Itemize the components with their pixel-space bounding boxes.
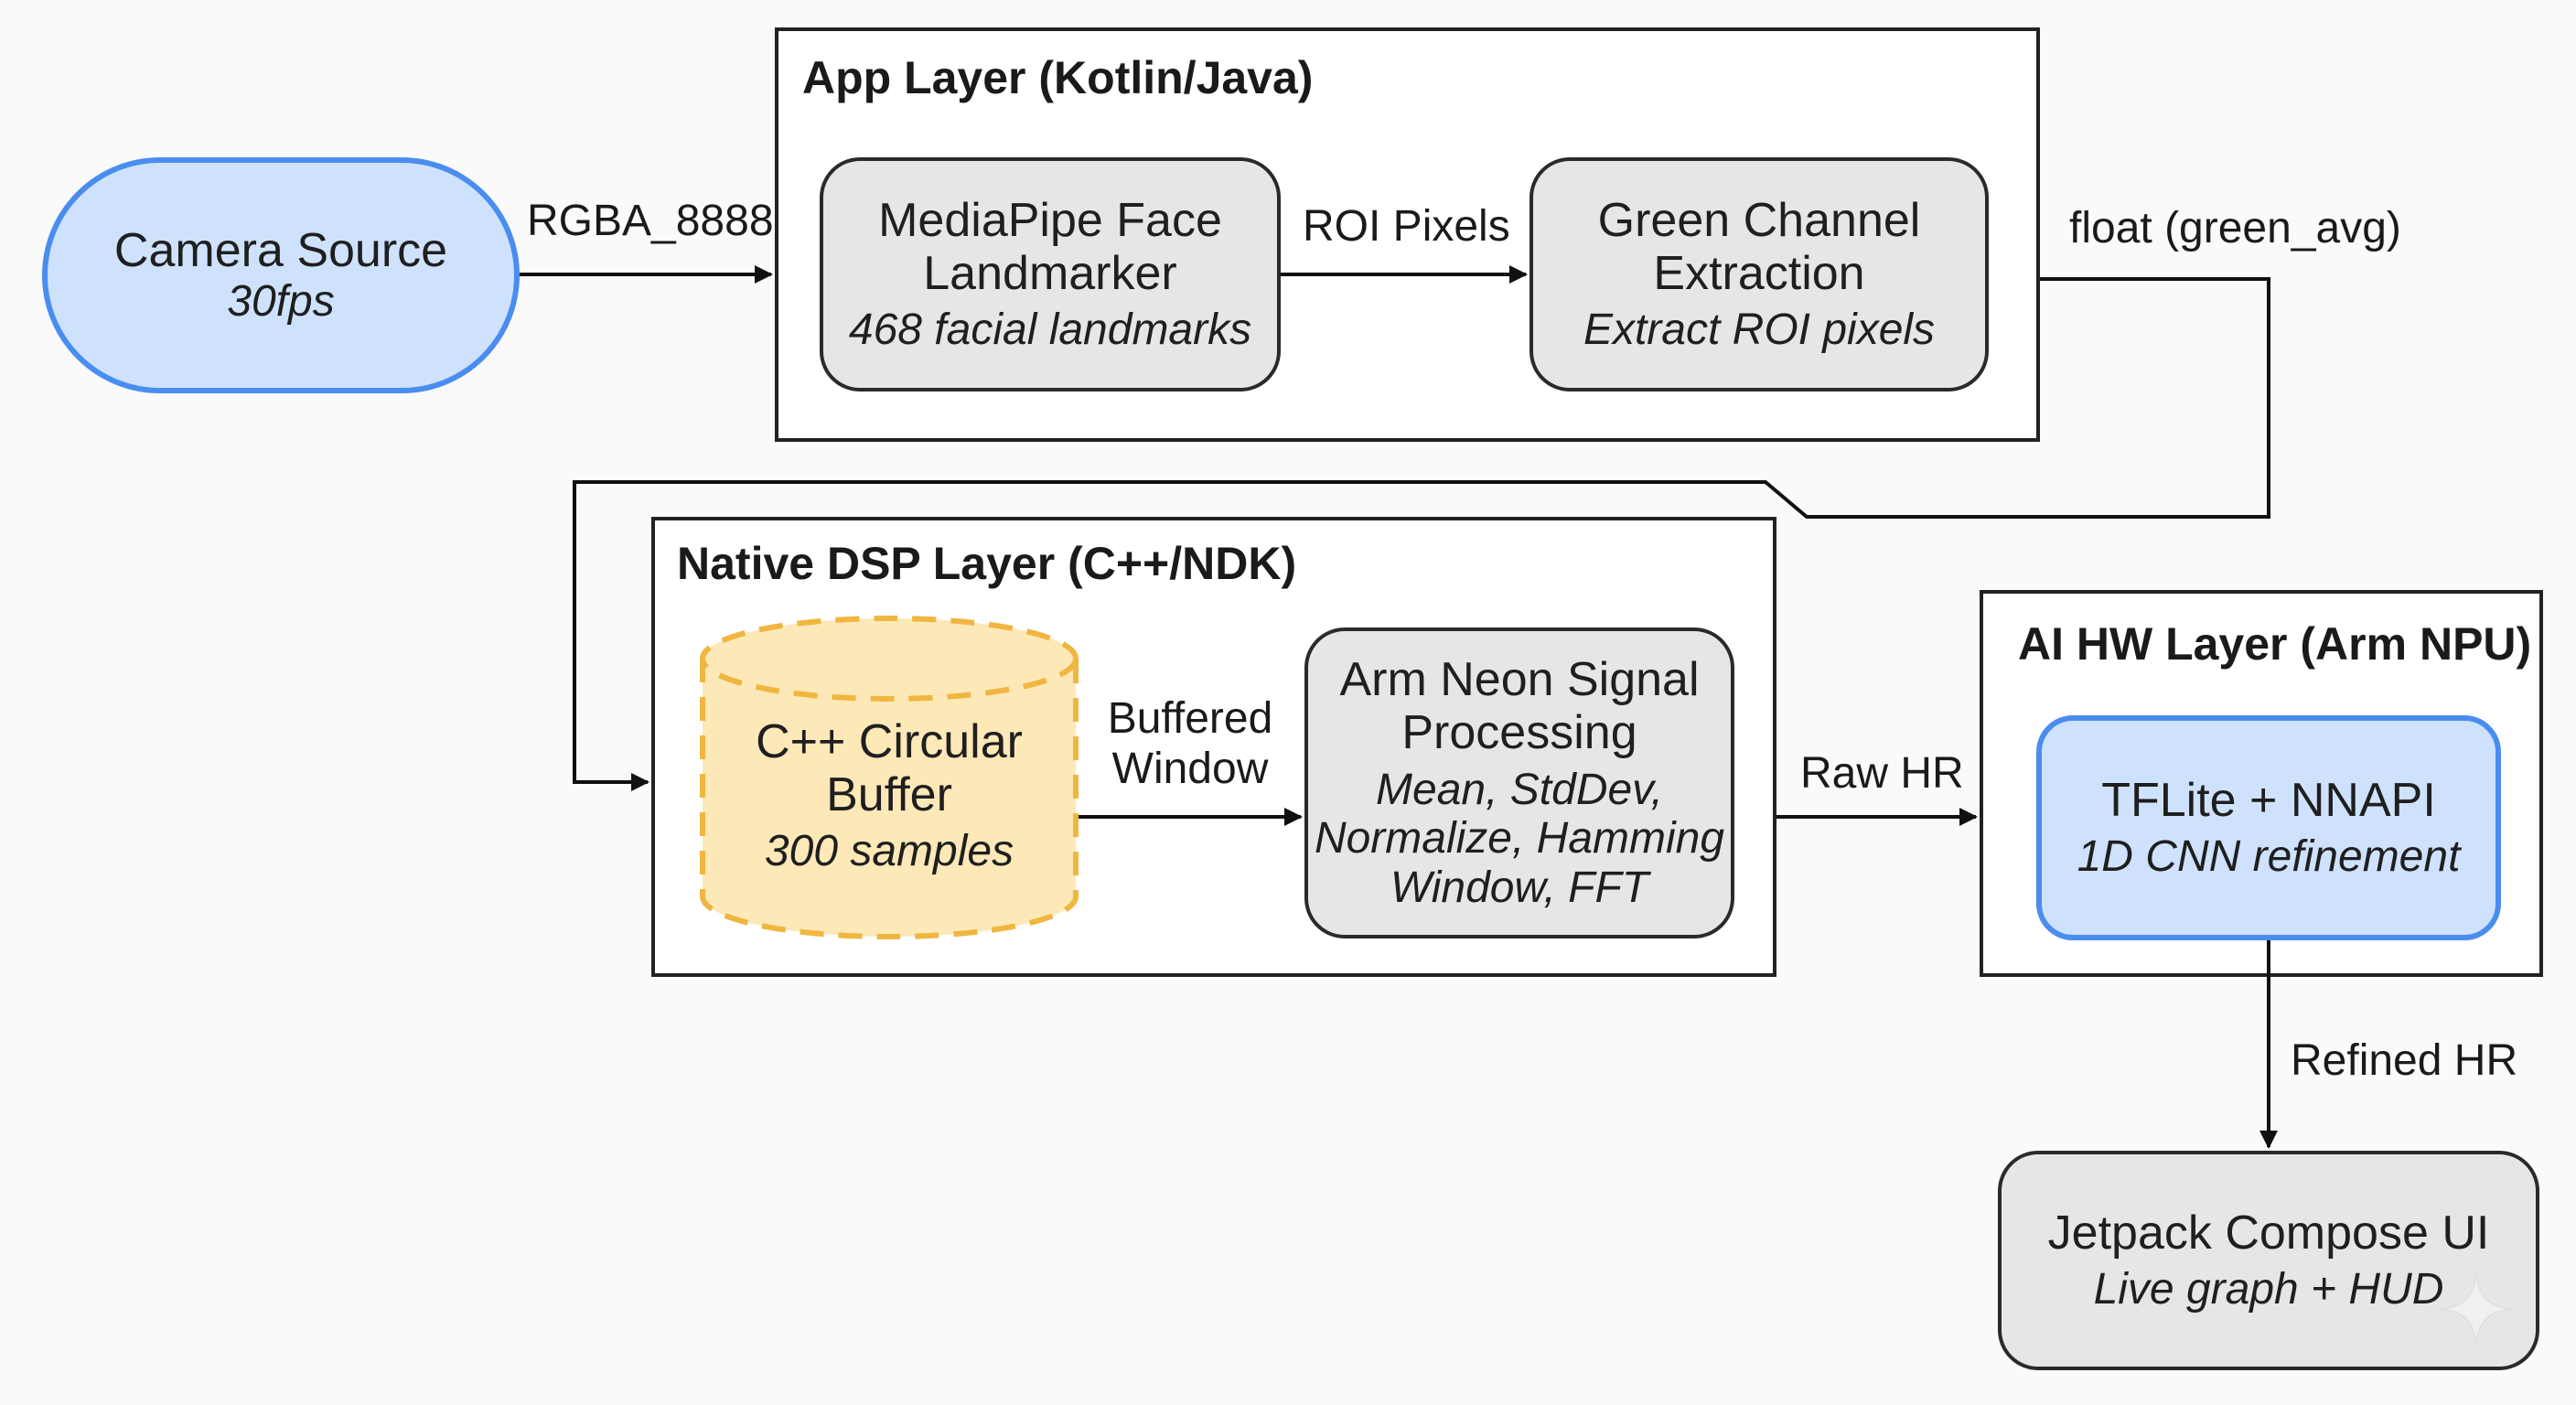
edge-label-raw-hr: Raw HR: [1800, 749, 1964, 798]
edge-label-refined-hr: Refined HR: [2291, 1036, 2518, 1085]
jetpack-compose-node: Jetpack Compose UI Live graph + HUD: [1998, 1151, 2539, 1370]
sparkle-icon: [2440, 1272, 2513, 1346]
camera-source-fps: 30fps: [227, 277, 335, 327]
green-channel-title-line1: Green Channel: [1597, 193, 1921, 247]
native-dsp-layer-title: Native DSP Layer (C++/NDK): [677, 538, 1297, 589]
arm-neon-sub-line3: Window, FFT: [1390, 863, 1649, 913]
green-channel-title-line2: Extraction: [1653, 247, 1865, 301]
edge-label-rgba: RGBA_8888: [527, 197, 774, 245]
edge-label-window: Window: [1111, 745, 1269, 794]
mediapipe-subtitle: 468 facial landmarks: [848, 306, 1252, 355]
arm-neon-sub-line1: Mean, StdDev,: [1376, 765, 1663, 814]
arm-neon-sub-line2: Normalize, Hamming: [1314, 814, 1725, 863]
arm-neon-node: Arm Neon Signal Processing Mean, StdDev,…: [1304, 627, 1734, 938]
camera-source-title: Camera Source: [113, 224, 448, 277]
circular-buffer-subtitle: 300 samples: [764, 827, 1014, 876]
arm-neon-title-line1: Arm Neon Signal: [1339, 653, 1700, 707]
ai-hw-layer-title: AI HW Layer (Arm NPU): [2018, 618, 2532, 670]
mediapipe-node: MediaPipe Face Landmarker 468 facial lan…: [820, 157, 1281, 391]
circular-buffer-title-line1: C++ Circular: [756, 714, 1023, 768]
circular-buffer-node: C++ Circular Buffer 300 samples: [703, 704, 1076, 887]
tflite-node: TFLite + NNAPI 1D CNN refinement: [2036, 715, 2501, 940]
circular-buffer-title-line2: Buffer: [826, 768, 952, 822]
green-channel-node: Green Channel Extraction Extract ROI pix…: [1530, 157, 1989, 391]
camera-source-node: Camera Source 30fps: [42, 157, 520, 393]
edge-label-float: float (green_avg): [2069, 204, 2401, 252]
jetpack-compose-subtitle: Live graph + HUD: [2093, 1265, 2444, 1314]
circular-buffer-cylinder: [700, 616, 1079, 939]
mediapipe-title-line1: MediaPipe Face: [878, 193, 1222, 247]
edge-label-buffered: Buffered: [1107, 694, 1273, 743]
tflite-title: TFLite + NNAPI: [2101, 774, 2436, 827]
arm-neon-title-line2: Processing: [1401, 706, 1637, 760]
jetpack-compose-title: Jetpack Compose UI: [2047, 1207, 2490, 1260]
tflite-subtitle: 1D CNN refinement: [2077, 832, 2461, 882]
edge-label-buffered-window: Buffered Window: [1094, 693, 1286, 794]
edge-label-roi-pixels: ROI Pixels: [1303, 202, 1510, 251]
mediapipe-title-line2: Landmarker: [923, 247, 1177, 301]
app-layer-title: App Layer (Kotlin/Java): [802, 52, 1314, 103]
green-channel-subtitle: Extract ROI pixels: [1583, 306, 1936, 355]
edge-app-to-native: [573, 277, 2270, 791]
